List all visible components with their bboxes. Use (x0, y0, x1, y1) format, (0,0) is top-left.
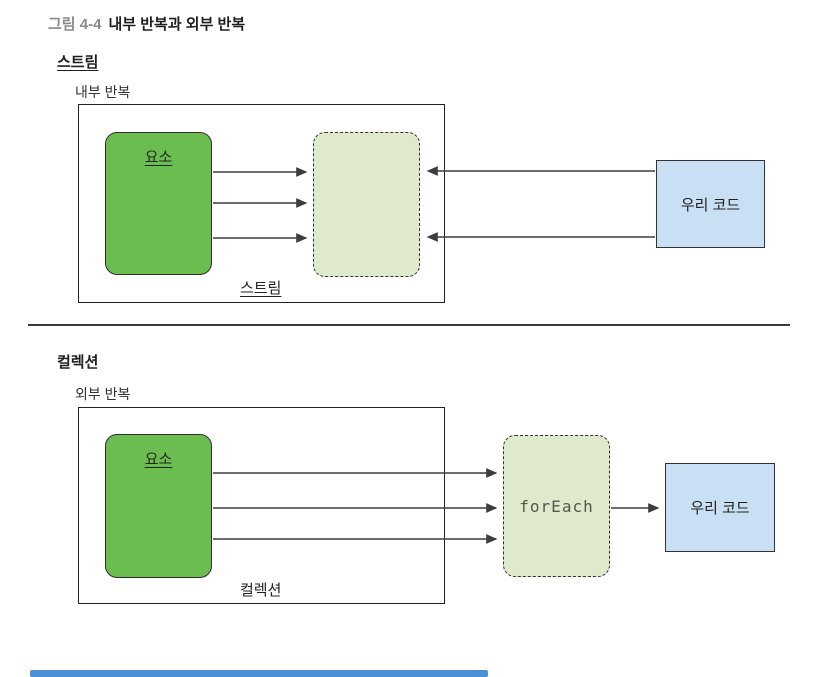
foreach-box: forEach (503, 435, 610, 577)
stream-section-heading: 스트림 (57, 54, 99, 71)
collection-element-label: 요소 (144, 451, 173, 468)
section-divider (28, 324, 790, 326)
figure-title: 내부 반복과 외부 반복 (108, 16, 246, 33)
stream-element-label: 요소 (144, 149, 173, 166)
stream-our-code-box: 우리 코드 (656, 160, 765, 248)
figure-caption: 그림 4-4 내부 반복과 외부 반복 (48, 13, 245, 34)
collection-our-code-box: 우리 코드 (665, 463, 775, 552)
stream-our-code-label: 우리 코드 (680, 196, 741, 214)
foreach-label: forEach (519, 496, 594, 516)
internal-iteration-label: 내부 반복 (75, 84, 131, 100)
figure-number: 그림 4-4 (48, 16, 102, 33)
collection-section-heading: 컬렉션 (57, 354, 99, 371)
stream-container-label: 스트림 (240, 280, 282, 297)
collection-our-code-label: 우리 코드 (690, 500, 750, 517)
stream-element-box: 요소 (105, 132, 212, 275)
collection-container-label: 컬렉션 (240, 582, 282, 599)
external-iteration-label: 외부 반복 (75, 386, 131, 402)
collection-element-box: 요소 (105, 434, 212, 578)
bottom-progress-bar (30, 670, 488, 677)
stream-pipeline-box (313, 132, 420, 277)
